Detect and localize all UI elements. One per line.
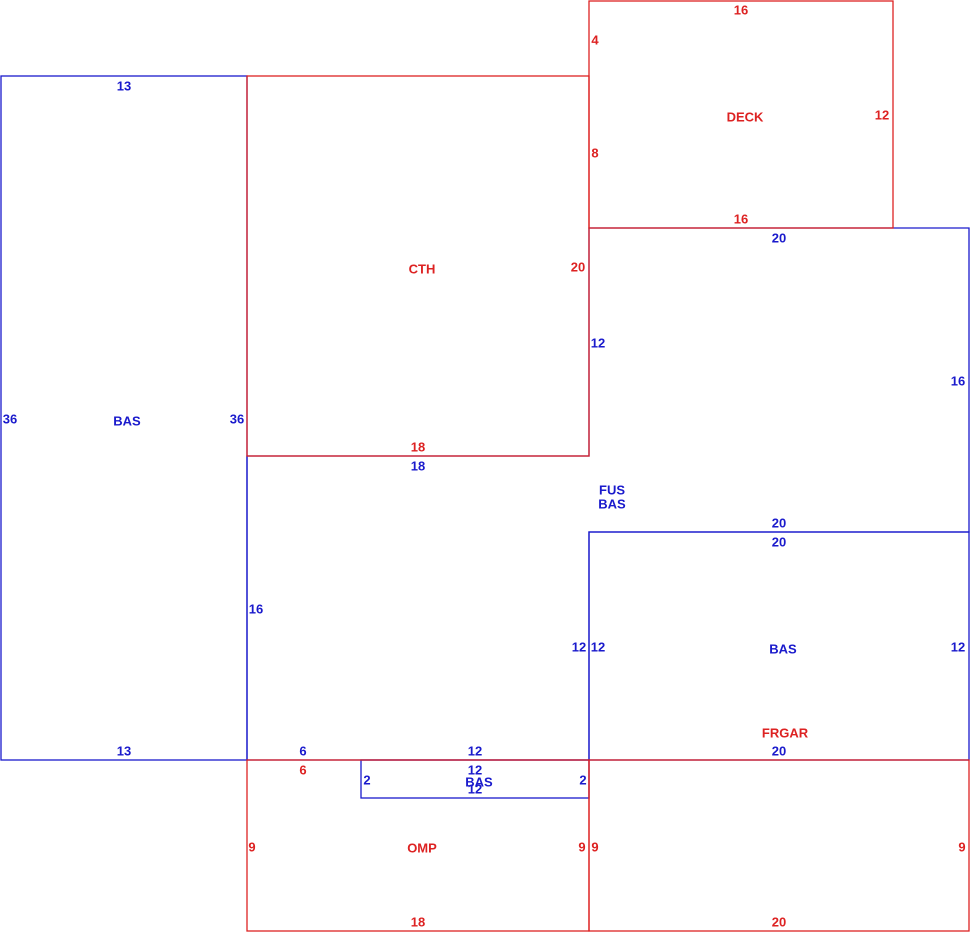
fus-bas-right-lower-dim: 12 (572, 639, 586, 654)
cth-bottom-dim: 18 (411, 439, 425, 454)
bas-small-left-dim: 2 (363, 772, 370, 787)
bas-right-right-dim: 12 (951, 639, 965, 654)
omp-label: OMP (407, 840, 437, 855)
bas-right-left-dim: 12 (591, 639, 605, 654)
fus-bas-bottom-mid-dim: 12 (468, 743, 482, 758)
cth-right-dim: 20 (571, 259, 585, 274)
fus-bas-label-line1: FUS (599, 482, 625, 497)
omp-left-dim: 9 (248, 839, 255, 854)
fus-bas-left-upper-dim: 12 (591, 335, 605, 350)
frgar-labels: FRGAR 9 9 20 (591, 725, 965, 929)
fus-bas-step-bottom-dim: 20 (772, 515, 786, 530)
omp-right-dim: 9 (578, 839, 585, 854)
deck-right-dim: 12 (875, 107, 889, 122)
deck-labels: 16 4 DECK 12 8 16 (591, 2, 889, 226)
frgar-bottom-dim: 20 (772, 914, 786, 929)
cth-label: CTH (409, 261, 436, 276)
bas-small-right-dim: 2 (579, 772, 586, 787)
omp-bottom-dim: 18 (411, 914, 425, 929)
bas-right-labels: 20 12 BAS 12 20 (591, 534, 965, 758)
fus-bas-top-left-dim: 18 (411, 458, 425, 473)
bas-small-label: BAS (465, 774, 493, 789)
fus-bas-top-dim: 20 (772, 230, 786, 245)
bas-small-top-dim: 12 (468, 762, 482, 777)
deck-label: DECK (727, 109, 764, 124)
fus-bas-labels: 20 12 16 18 FUS BAS 20 16 12 6 12 (249, 230, 965, 758)
bas-left-bottom-dim: 13 (117, 743, 131, 758)
deck-outline (588, 0, 894, 229)
bas-left-left-dim: 36 (3, 411, 17, 426)
outlines (0, 0, 970, 932)
bas-small-bottom-dim: 12 (468, 781, 482, 796)
deck-left-lower-dim: 8 (591, 145, 598, 160)
bas-left-label: BAS (113, 413, 141, 428)
deck-left-upper-dim: 4 (591, 32, 599, 47)
omp-top-dim: 6 (299, 762, 306, 777)
cth-labels: CTH 20 18 (409, 259, 586, 454)
bas-right-bottom-dim: 20 (772, 743, 786, 758)
deck-bottom-dim: 16 (734, 211, 748, 226)
bas-right-label: BAS (769, 641, 797, 656)
bas-left-top-dim: 13 (117, 78, 131, 93)
fus-bas-left-lower-dim: 16 (249, 601, 263, 616)
deck-top-dim: 16 (734, 2, 748, 17)
bas-right-top-dim: 20 (772, 534, 786, 549)
frgar-right-dim: 9 (958, 839, 965, 854)
frgar-outline (588, 759, 970, 932)
fus-bas-bottom-left-dim: 6 (299, 743, 306, 758)
fus-bas-label-line2: BAS (598, 496, 626, 511)
bas-left-labels: 13 BAS 36 36 13 (3, 78, 244, 758)
fus-bas-right-dim: 16 (951, 373, 965, 388)
bas-left-right-dim: 36 (230, 411, 244, 426)
frgar-left-dim: 9 (591, 839, 598, 854)
omp-labels: 6 9 OMP 9 18 (248, 762, 585, 929)
bas-small-labels: 12 2 BAS 2 12 (363, 762, 586, 796)
cth-outline (246, 75, 590, 457)
frgar-label: FRGAR (762, 725, 809, 740)
